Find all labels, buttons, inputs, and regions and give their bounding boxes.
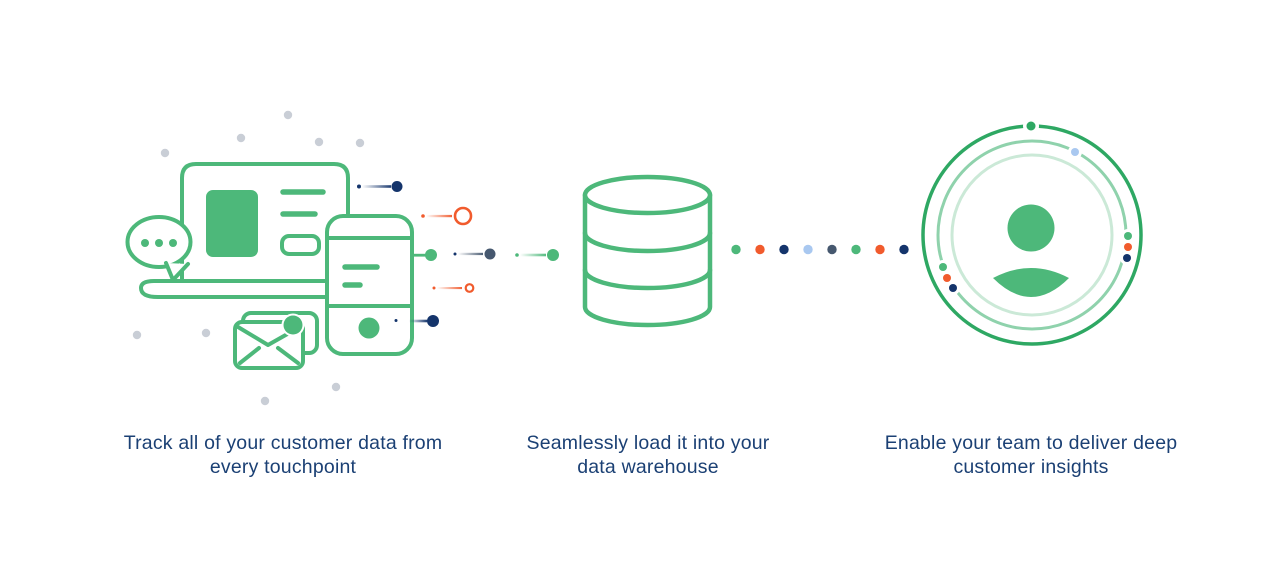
gray-dots-decoration — [132, 110, 365, 406]
envelope-icon — [233, 311, 319, 370]
caption-line: Seamlessly load it into your — [526, 432, 770, 454]
notification-badge-icon — [283, 315, 303, 335]
laptop-icon — [180, 162, 350, 287]
database-icon — [582, 174, 713, 328]
laptop-base — [139, 279, 334, 299]
caption-line: every touchpoint — [209, 455, 357, 478]
data-comets — [357, 181, 559, 327]
smartphone-icon — [325, 214, 414, 356]
caption-line: Enable your team to deliver deep — [884, 432, 1178, 454]
orbit-dots — [939, 121, 1132, 292]
caption-load-warehouse: Seamlessly load it into your data wareho… — [438, 432, 858, 479]
chat-bubble-icon — [125, 215, 193, 282]
illustration-svg — [125, 110, 1143, 406]
caption-line: data warehouse — [577, 455, 719, 478]
caption-line: Track all of your customer data from — [123, 432, 443, 454]
chat-dots — [141, 239, 177, 247]
caption-deliver-insights: Enable your team to deliver deep custome… — [821, 432, 1241, 479]
laptop-screen-block — [206, 190, 258, 257]
user-avatar-icon — [993, 204, 1069, 297]
caption-track-sources: Track all of your customer data from eve… — [73, 432, 493, 479]
caption-line: customer insights — [953, 455, 1109, 478]
data-stream-dots — [731, 244, 909, 255]
concentric-rings-icon — [921, 118, 1143, 346]
